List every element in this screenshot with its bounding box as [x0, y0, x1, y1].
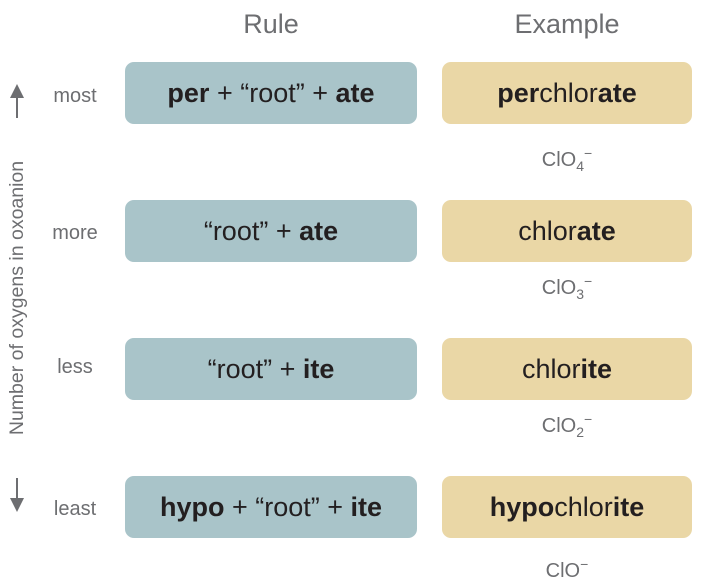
rule-column-header: Rule — [243, 9, 299, 39]
level-label-less: less — [57, 356, 93, 378]
level-label-least: least — [53, 498, 97, 520]
rule-box-ate: “root” + ate — [125, 200, 417, 262]
example-column-header: Example — [514, 9, 620, 39]
example-box-hypochlorite: hypochlorite — [442, 476, 692, 538]
level-label-most: most — [53, 85, 97, 107]
example-box-chlorate: chlorate — [442, 200, 692, 262]
rule-box-ite: “root” + ite — [125, 338, 417, 400]
formula-chlorate: ClO3− — [541, 273, 593, 302]
formula-perchlorate: ClO4− — [541, 145, 593, 174]
formula-hypochlorite: ClO− — [545, 556, 589, 582]
rule-box-hypo-ite: hypo + “root” + ite — [125, 476, 417, 538]
example-box-perchlorate: perchlorate — [442, 62, 692, 124]
axis-label: Number of oxygens in oxoanion — [4, 118, 30, 478]
formula-chlorite: ClO2− — [541, 411, 593, 440]
rule-box-per-ate: per + “root” + ate — [125, 62, 417, 124]
level-label-more: more — [52, 222, 98, 244]
example-box-chlorite: chlorite — [442, 338, 692, 400]
